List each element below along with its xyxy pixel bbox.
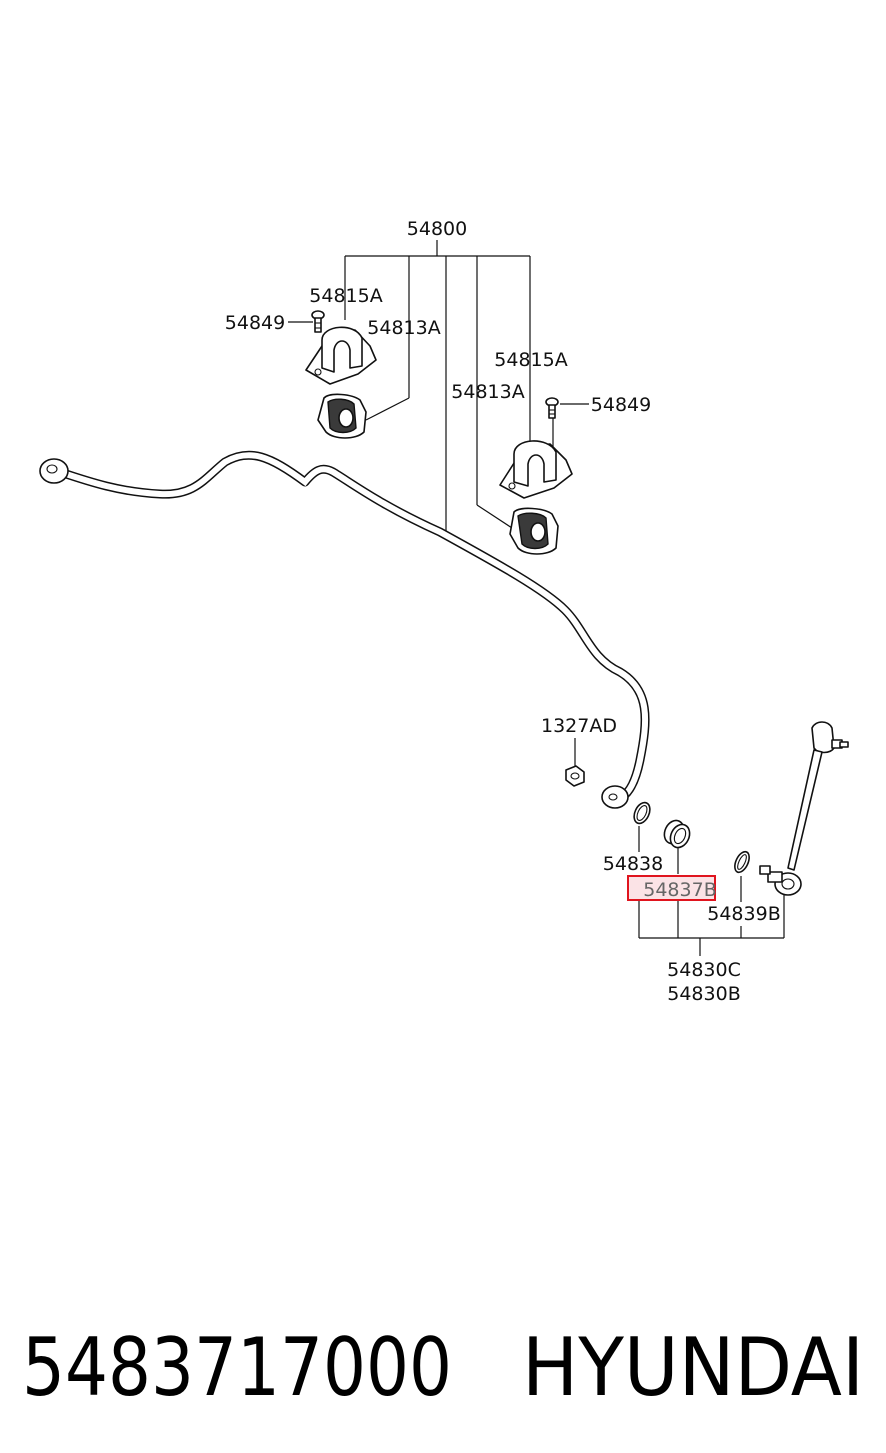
label-link-assembly-1[interactable]: 54830C — [667, 959, 741, 981]
bolt-left-icon — [311, 310, 325, 333]
label-link-assembly-2[interactable]: 54830B — [667, 983, 740, 1005]
ring-icon — [734, 850, 750, 874]
dust-cover-icon — [663, 819, 691, 849]
label-bushing-left[interactable]: 54813A — [367, 317, 440, 339]
footer-part-number: 5483717000 — [22, 1321, 452, 1414]
stabilizer-link-icon — [759, 721, 849, 896]
bolt-right-icon — [545, 397, 559, 419]
stabilizer-bar — [39, 450, 650, 809]
leader-lines — [288, 240, 785, 956]
label-bushing-right[interactable]: 54813A — [451, 381, 524, 403]
footer-brand: HYUNDAI — [522, 1321, 864, 1414]
labels: 54800 54815A 54849 54813A 54815A 54813A … — [225, 218, 781, 1005]
label-dust-cover[interactable]: 54837B — [643, 879, 716, 901]
label-assembly[interactable]: 54800 — [407, 218, 467, 240]
nut-icon — [565, 765, 585, 787]
label-clamp-right[interactable]: 54815A — [494, 349, 567, 371]
clamp-right-icon — [499, 440, 573, 499]
bushing-left-icon — [317, 393, 367, 439]
bushing-right-icon — [509, 507, 559, 555]
label-nut[interactable]: 1327AD — [541, 715, 617, 737]
label-clamp-left[interactable]: 54815A — [309, 285, 382, 307]
label-washer[interactable]: 54838 — [603, 853, 663, 875]
highlight-box — [627, 875, 716, 901]
label-bolt-left[interactable]: 54849 — [225, 312, 285, 334]
label-bolt-right[interactable]: 54849 — [591, 394, 651, 416]
label-ring[interactable]: 54839B — [707, 903, 780, 925]
clamp-left-icon — [305, 326, 377, 385]
washer-icon — [633, 801, 651, 825]
